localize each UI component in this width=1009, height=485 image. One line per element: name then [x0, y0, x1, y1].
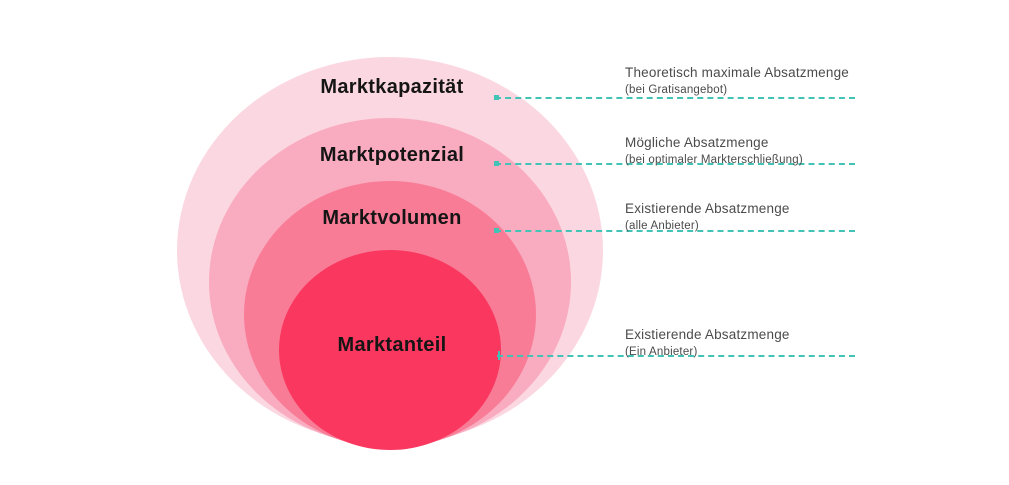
- ring-marktanteil: [279, 250, 501, 450]
- annotation-title: Mögliche Absatzmenge: [625, 135, 769, 150]
- annotation-subtitle: (bei Gratisangebot): [625, 84, 728, 97]
- label-marktanteil: Marktanteil: [337, 334, 447, 356]
- connector-marktanteil: [497, 351, 855, 360]
- line-start-dot-icon: [494, 161, 499, 166]
- label-marktvolumen: Marktvolumen: [322, 207, 462, 229]
- annotation-title: Theoretisch maximale Absatzmenge: [625, 65, 850, 80]
- line-start-dot-icon: [494, 228, 499, 233]
- annotation-title: Existierende Absatzmenge: [625, 327, 790, 342]
- annotation-subtitle: (alle Anbieter): [625, 220, 699, 233]
- annotation-subtitle: (bei optimaler Markterschließung): [625, 154, 803, 167]
- annotation-marktpotenzial: Mögliche Absatzmenge (bei optimaler Mark…: [625, 135, 803, 168]
- line-start-dot-icon: [494, 95, 499, 100]
- connector-marktkapazitaet: [494, 95, 855, 100]
- label-marktpotenzial: Marktpotenzial: [319, 144, 465, 166]
- connector-marktvolumen: [494, 228, 855, 233]
- annotation-title: Existierende Absatzmenge: [625, 201, 790, 216]
- line-start-plus-icon: [498, 351, 500, 360]
- connector-marktpotenzial: [494, 161, 855, 166]
- annotation-subtitle: (Ein Anbieter): [625, 346, 698, 359]
- annotation-marktanteil: Existierende Absatzmenge (Ein Anbieter): [625, 327, 790, 360]
- label-marktkapazitaet: Marktkapazität: [320, 76, 464, 98]
- annotation-marktvolumen: Existierende Absatzmenge (alle Anbieter): [625, 201, 790, 234]
- annotation-marktkapazitaet: Theoretisch maximale Absatzmenge (bei Gr…: [625, 65, 849, 98]
